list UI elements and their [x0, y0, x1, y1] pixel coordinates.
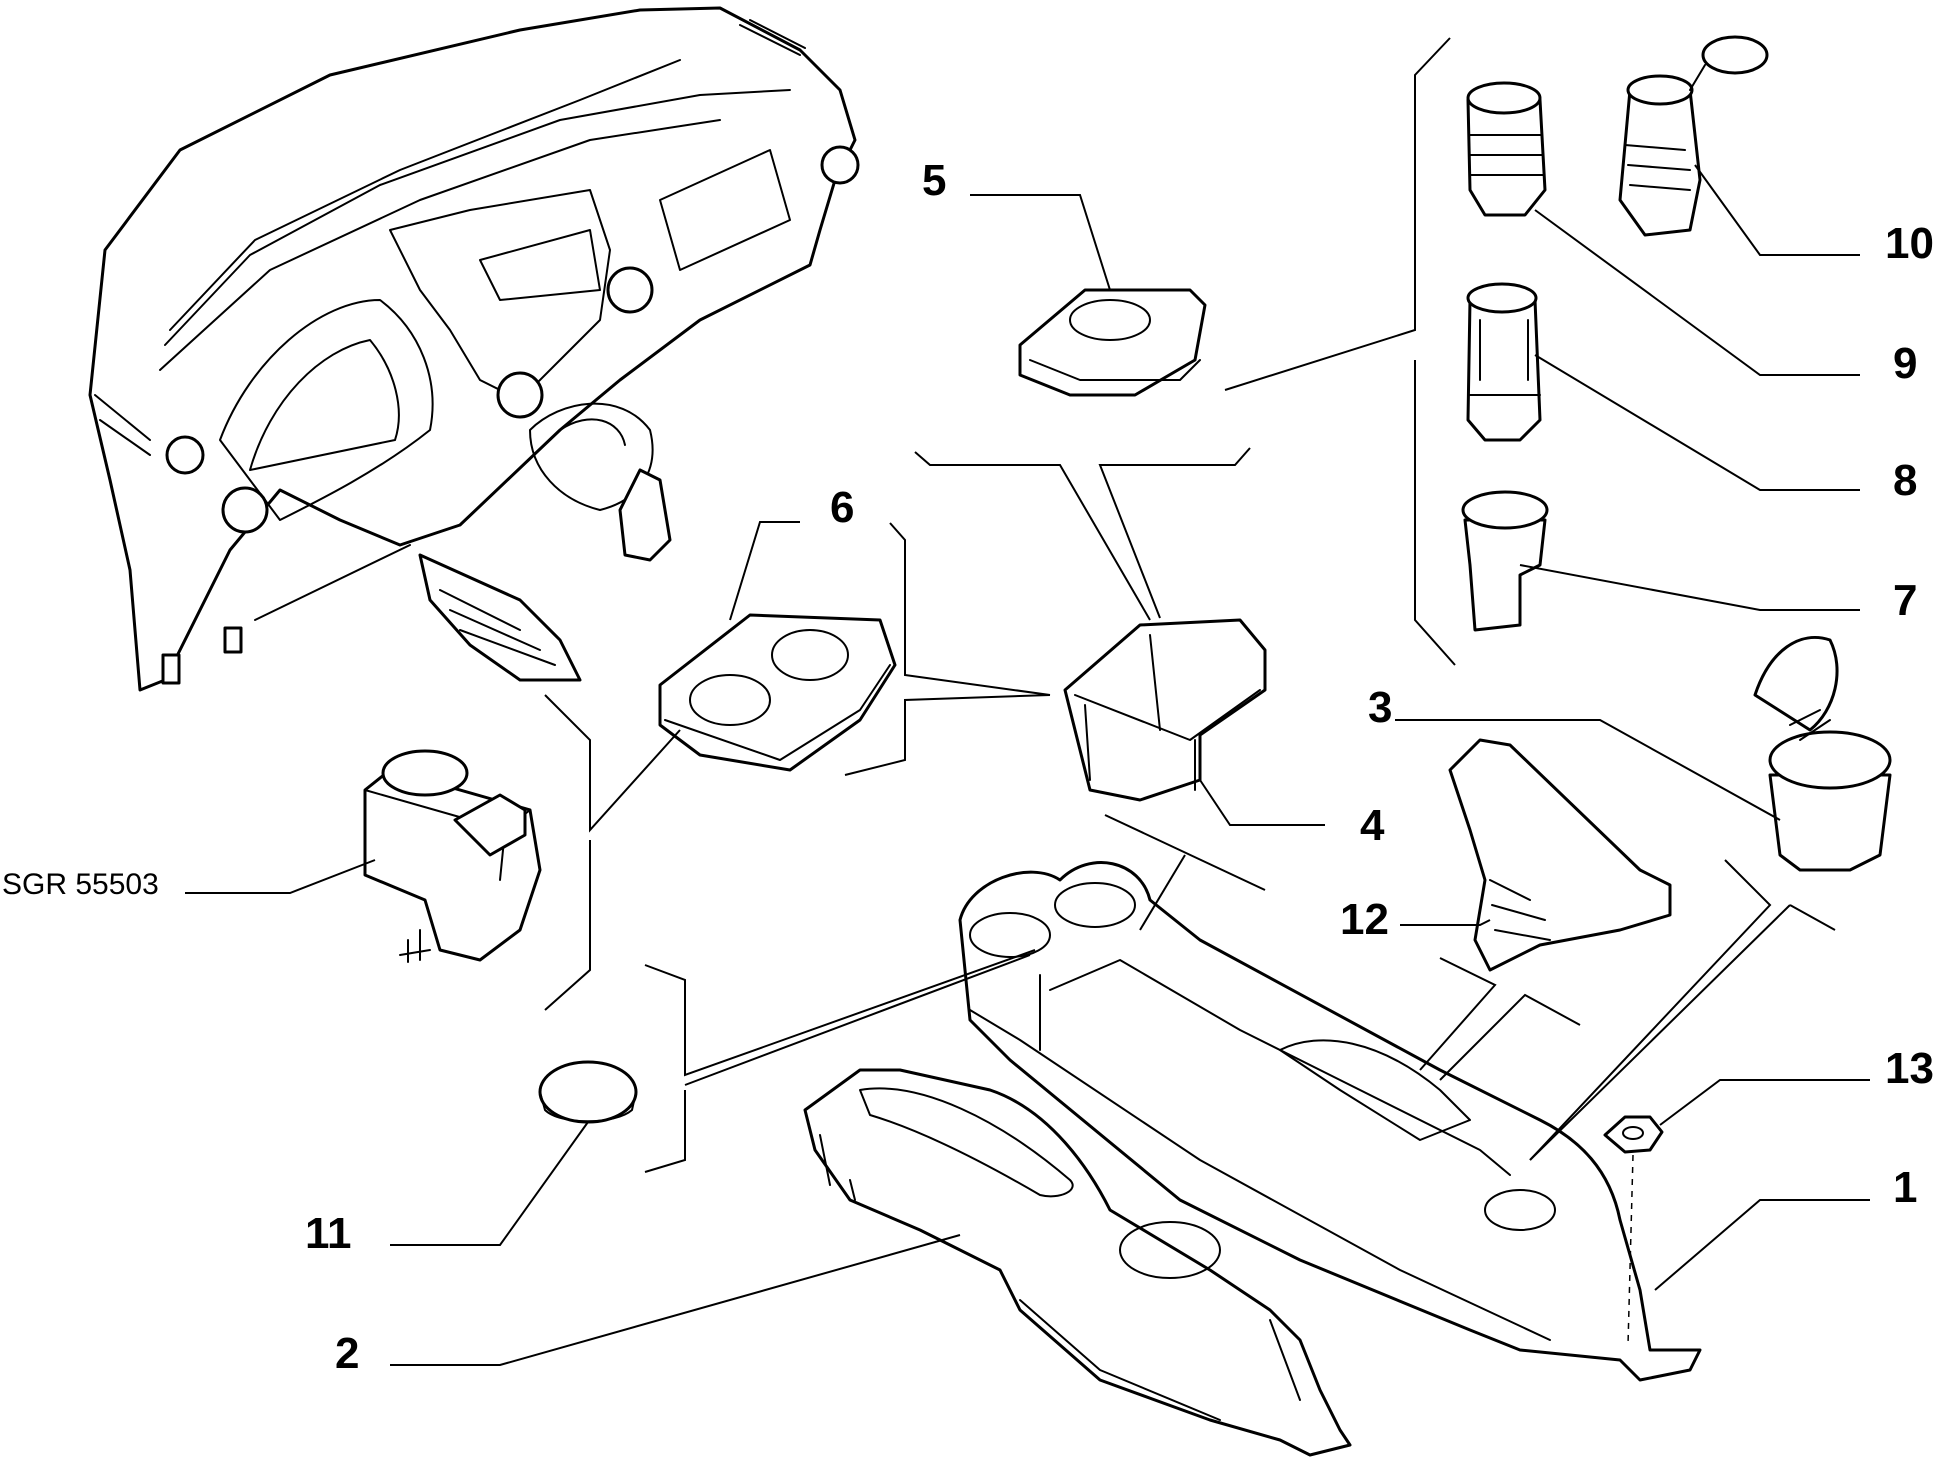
leader-lines	[185, 37, 1870, 1366]
part-2-rear-console	[803, 1068, 1352, 1457]
part-12-boot	[1448, 738, 1672, 972]
switch-component	[363, 749, 542, 963]
callout-6: 6	[830, 483, 854, 532]
callout-13: 13	[1885, 1044, 1934, 1093]
part-5-cover	[1018, 288, 1207, 397]
part-13-nut	[1603, 1115, 1664, 1154]
part-8-socket-body	[1466, 282, 1542, 442]
part-10-socket	[1618, 35, 1769, 237]
callout-4: 4	[1360, 801, 1385, 850]
part-6-cup-plate	[658, 613, 897, 772]
callout-labels: 5 6 4 3 12 10 9 8 7 13 1 2 11 SGR 55503	[2, 156, 1934, 1378]
reference-label: SGR 55503	[2, 868, 159, 901]
part-9-lighter	[1466, 81, 1547, 217]
part-11-plug	[538, 1060, 638, 1124]
callout-12: 12	[1340, 895, 1389, 944]
callout-11: 11	[305, 1209, 352, 1258]
callout-10: 10	[1885, 219, 1934, 268]
part-1-console	[958, 861, 1702, 1382]
part-4-tray	[1063, 618, 1267, 802]
callout-2: 2	[335, 1329, 359, 1378]
callout-1: 1	[1893, 1163, 1917, 1212]
callout-8: 8	[1893, 456, 1917, 505]
callout-3: 3	[1368, 683, 1392, 732]
callout-7: 7	[1893, 576, 1917, 625]
callout-9: 9	[1893, 339, 1917, 388]
part-3-ashtray	[1753, 635, 1892, 872]
callout-5: 5	[922, 156, 946, 205]
part-7-holder	[1461, 490, 1549, 632]
dashboard-illustration	[88, 6, 860, 692]
